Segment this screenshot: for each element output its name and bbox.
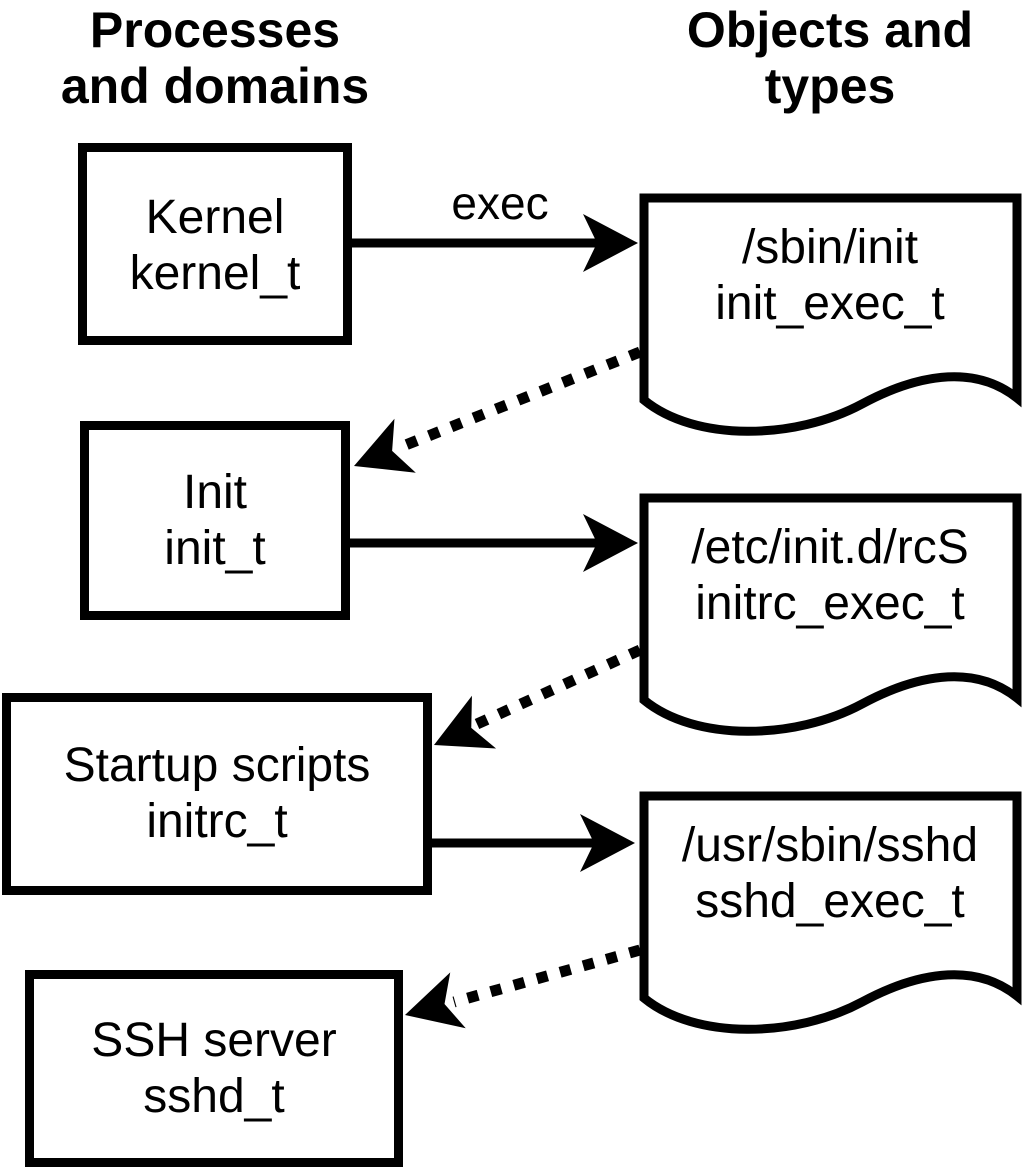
ssh-server-name: SSH server: [91, 1013, 337, 1067]
object-doc-sbin-init: [639, 193, 1022, 436]
etc-initd-rcS-path: /etc/init.d/rcS: [691, 520, 969, 574]
process-box-startup-scripts: [2, 693, 432, 895]
exec-arrow-initrc-to-sshd: [430, 814, 635, 872]
header-processes-and-domains: Processes and domains: [15, 2, 415, 114]
label-init: Init init_t: [80, 421, 350, 620]
usr-sbin-sshd-path: /usr/sbin/sshd: [681, 818, 979, 872]
sbin-init-type: init_exec_t: [715, 276, 945, 330]
header-objects-and-types: Objects and types: [625, 2, 1024, 114]
transition-arrow-to-sshd-t: [405, 944, 642, 1029]
header-left-line2: and domains: [60, 58, 370, 114]
process-box-init: [80, 421, 350, 620]
sbin-init-path: /sbin/init: [741, 220, 919, 274]
usr-sbin-sshd-type: sshd_exec_t: [695, 874, 965, 928]
init-domain: init_t: [164, 521, 266, 575]
label-etc-initd-rcS: /etc/init.d/rcS initrc_exec_t: [640, 498, 1020, 653]
header-right-line2: types: [764, 58, 896, 114]
exec-edge-label: exec: [451, 177, 549, 229]
transition-arrow-to-initrc-t: [434, 644, 643, 749]
header-right-line1: Objects and: [686, 2, 974, 58]
label-usr-sbin-sshd: /usr/sbin/sshd sshd_exec_t: [640, 796, 1020, 951]
transition-arrow-to-init-t: [354, 346, 643, 473]
header-left-line1: Processes: [89, 2, 341, 58]
label-ssh-server: SSH server sshd_t: [25, 970, 403, 1167]
exec-arrow-kernel-to-sbin-init: [350, 214, 638, 272]
startup-scripts-domain: initrc_t: [146, 795, 288, 848]
process-box-ssh-server: [25, 970, 403, 1167]
etc-initd-rcS-type: initrc_exec_t: [695, 576, 965, 630]
kernel-name: Kernel: [145, 191, 285, 244]
kernel-domain: kernel_t: [129, 247, 301, 300]
init-name: Init: [182, 465, 248, 519]
label-sbin-init: /sbin/init init_exec_t: [640, 198, 1020, 353]
object-doc-etc-initd-rcS: [639, 493, 1022, 736]
label-kernel: Kernel kernel_t: [78, 147, 352, 345]
startup-scripts-name: Startup scripts: [63, 739, 371, 792]
label-startup-scripts: Startup scripts initrc_t: [2, 693, 432, 895]
ssh-server-domain: sshd_t: [143, 1069, 285, 1123]
process-box-kernel: [78, 143, 352, 345]
exec-arrow-init-to-rcS: [350, 514, 638, 572]
object-doc-usr-sbin-sshd: [639, 791, 1022, 1034]
